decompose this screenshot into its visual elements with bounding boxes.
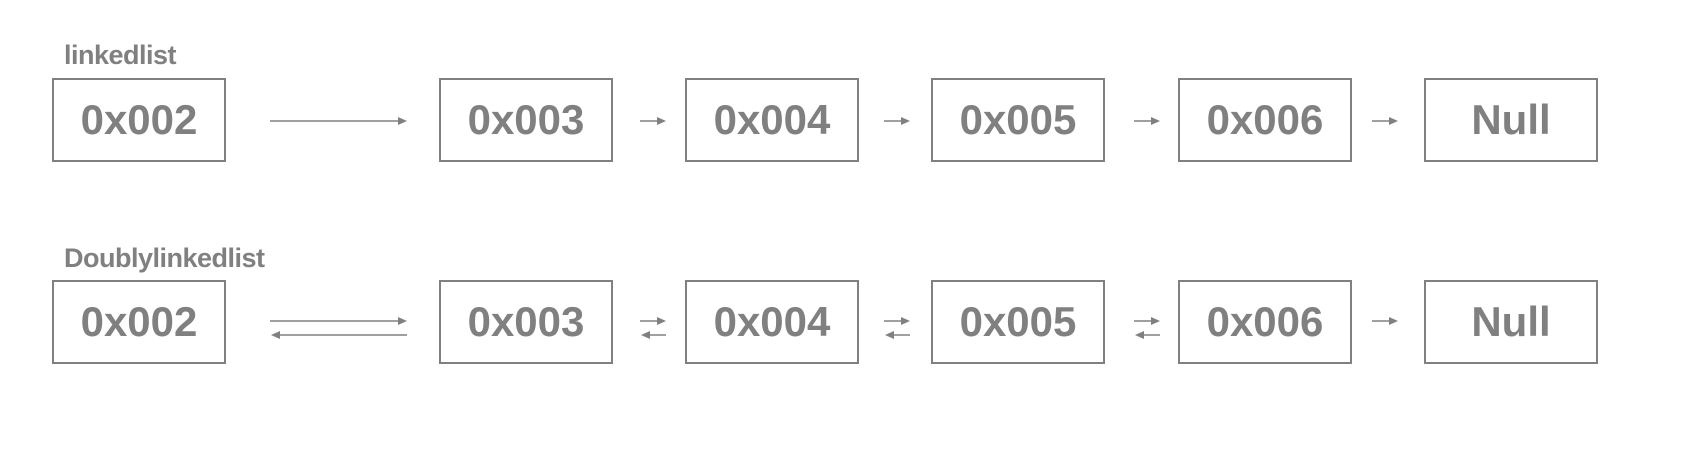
arrow-right-icon: [1134, 114, 1162, 128]
linkedlist-node-null: Null: [1424, 78, 1598, 162]
arrow-right-icon: [1372, 314, 1400, 328]
linkedlist-node-3: 0x005: [931, 78, 1105, 162]
doublylinkedlist-node-0: 0x002: [52, 280, 226, 364]
linkedlist-title: linkedlist: [64, 40, 177, 70]
arrow-right-icon: [1372, 114, 1400, 128]
doublylinkedlist-node-3: 0x005: [931, 280, 1105, 364]
bidirectional-arrow-icon: [1134, 314, 1162, 342]
linkedlist-node-1: 0x003: [439, 78, 613, 162]
linkedlist-node-0: 0x002: [52, 78, 226, 162]
doublylinkedlist-node-4: 0x006: [1178, 280, 1352, 364]
doublylinkedlist-node-2: 0x004: [685, 280, 859, 364]
doublylinkedlist-node-null: Null: [1424, 280, 1598, 364]
bidirectional-arrow-icon: [884, 314, 912, 342]
arrow-right-icon: [884, 114, 912, 128]
doublylinkedlist-node-1: 0x003: [439, 280, 613, 364]
doublylinkedlist-title: Doublylinkedlist: [64, 243, 265, 273]
linkedlist-node-2: 0x004: [685, 78, 859, 162]
bidirectional-arrow-icon: [640, 314, 668, 342]
arrow-right-icon: [640, 114, 668, 128]
arrow-right-icon: [270, 114, 410, 128]
linkedlist-node-4: 0x006: [1178, 78, 1352, 162]
bidirectional-arrow-icon: [270, 314, 410, 342]
